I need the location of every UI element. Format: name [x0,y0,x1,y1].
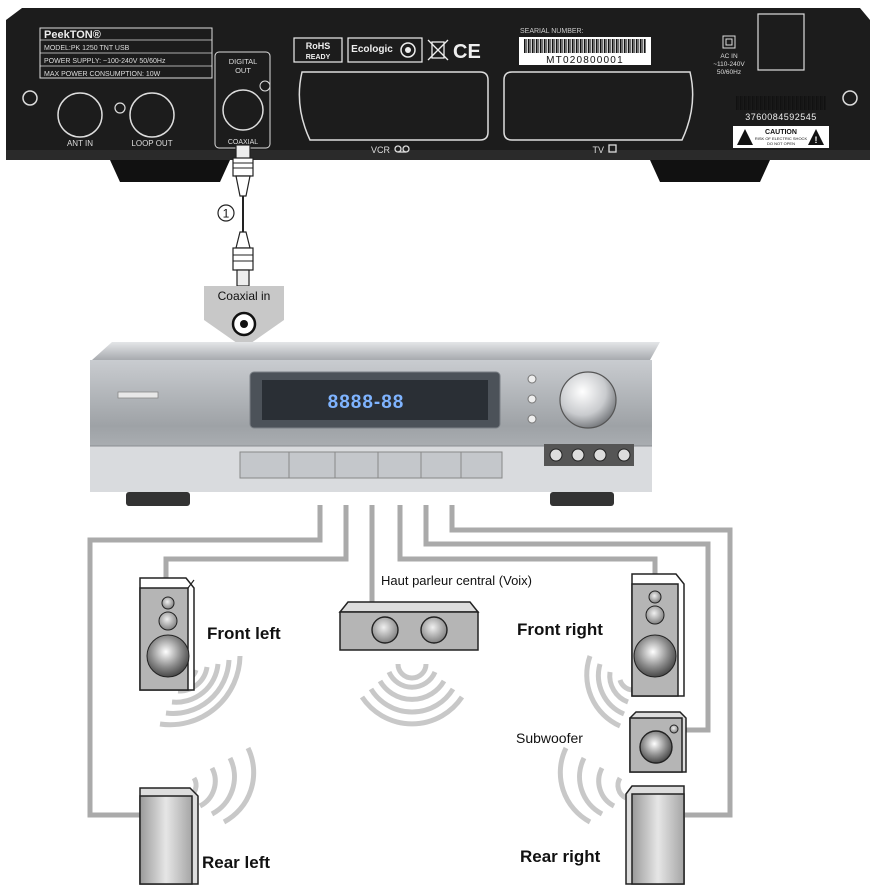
tv-screen-icon [608,144,617,153]
digital-out-label-1: DIGITAL [229,57,258,66]
svg-text:RISK OF ELECTRIC SHOCK: RISK OF ELECTRIC SHOCK [755,136,808,141]
screw-hole-icon [22,90,38,106]
serial-number-label: SEARIAL NUMBER: [520,28,584,35]
caution-warning-icon [808,129,824,145]
svg-text:Ecologic: Ecologic [351,44,393,55]
rohs-logo [293,37,343,63]
receiver-led-button[interactable] [527,374,537,384]
coaxial-cable [232,144,254,292]
rear-right-speaker [625,785,685,885]
class2-insulation-icon [722,35,736,49]
serial-number-value: MT020800001 [546,55,624,66]
rear-right-label: Rear right [520,847,601,866]
rear-left-speaker [139,787,199,885]
vcr-tape-icon [394,145,410,153]
caution-title: CAUTION [765,129,797,136]
vcr-label: VCR [371,145,391,155]
center-speaker-label: Haut parleur central (Voix) [381,573,533,588]
model-line: MODEL:PK 1250 TNT USB [44,45,130,52]
loop-out-connector-icon [129,92,175,138]
svg-text:50/60Hz: 50/60Hz [717,69,741,76]
tv-scart-connector [503,71,694,141]
product-barcode-number: 3760084592545 [745,112,817,122]
screw-hole-icon [842,90,858,106]
weee-bin-icon [427,39,449,61]
step-number-circle [217,204,235,222]
serial-barcode [524,39,646,53]
brand-logo: PeekTON® [44,29,101,41]
receiver-display: 8888-88 [328,392,405,413]
front-right-speaker [631,573,685,697]
step-number: 1 [223,207,230,221]
speaker-wires [87,505,733,818]
sound-waves [159,655,633,825]
vcr-scart-connector [298,71,489,141]
power-supply-line: POWER SUPPLY: ~100-240V 50/60Hz [44,58,166,65]
electric-shock-warning-icon [737,129,753,145]
digital-out-label-2: OUT [235,66,251,75]
ce-mark: CE [453,41,481,63]
receiver-led-button[interactable] [527,414,537,424]
svg-text:~110-240V: ~110-240V [713,61,745,68]
front-right-label: Front right [517,620,603,639]
svg-text:RoHS: RoHS [306,41,331,51]
svg-text:AC IN: AC IN [720,53,738,60]
decoder-rear-panel: PeekTON® MODEL:PK 1250 TNT USB POWER SUP… [6,8,870,182]
svg-text:!: ! [815,135,818,145]
power-socket [757,13,805,71]
ant-in-connector-icon [57,92,103,138]
power-consumption-line: MAX POWER CONSUMPTION: 10W [44,71,161,78]
center-speaker [338,601,480,651]
subwoofer-speaker [629,711,687,773]
product-barcode [736,96,826,110]
svg-text:READY: READY [306,54,331,61]
ecologic-logo [347,37,423,63]
loop-out-label: LOOP OUT [131,139,172,148]
tv-label: TV [592,145,604,155]
ant-in-label: ANT IN [67,139,93,148]
receiver-led-button[interactable] [527,394,537,404]
rear-left-label: Rear left [202,853,271,872]
coaxial-in-label: Coaxial in [218,289,271,303]
subwoofer-label: Subwoofer [516,730,583,746]
av-receiver: 8888-88 [90,342,660,506]
front-left-label: Front left [207,624,281,643]
coaxial-out-connector-icon [222,89,264,131]
volume-knob[interactable] [559,371,617,429]
svg-text:DO NOT OPEN: DO NOT OPEN [767,141,795,146]
coaxial-label: COAXIAL [228,139,258,146]
front-left-speaker [139,577,195,691]
